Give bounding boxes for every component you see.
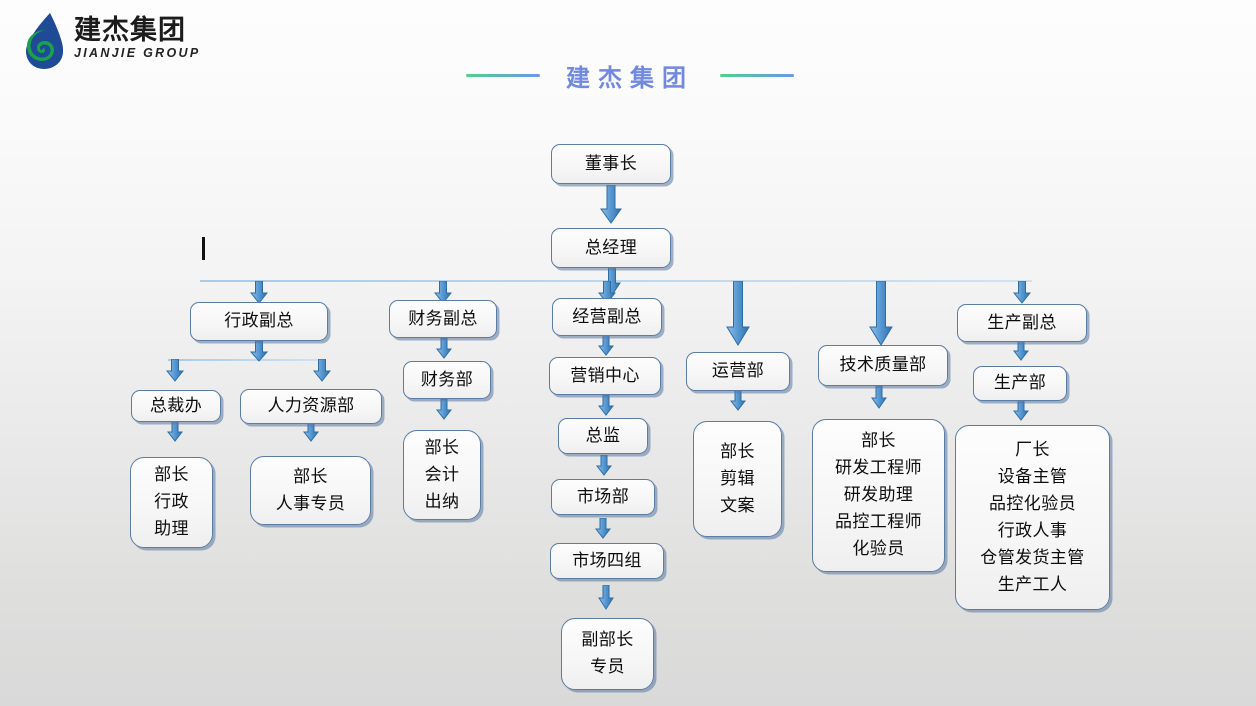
node-staff-tech[interactable]: 部长 研发工程师 研发助理 品控工程师 化验员 xyxy=(812,419,945,572)
node-vp-finance[interactable]: 财务副总 xyxy=(389,300,497,338)
arrow-director-to-dept-mkt xyxy=(596,455,612,477)
title-rule-right xyxy=(720,73,794,77)
arrow-dept-hr-to-staff xyxy=(303,421,319,443)
node-chairman[interactable]: 董事长 xyxy=(551,144,671,184)
arrow-dept-oper-to-staff xyxy=(730,390,746,412)
node-staff-admin[interactable]: 部长 行政 助理 xyxy=(130,457,213,548)
arrow-group4-to-staff-mkt xyxy=(598,585,614,611)
node-dept-tech[interactable]: 技术质量部 xyxy=(818,345,948,386)
arrow-bus-to-vp-finance xyxy=(434,281,452,305)
node-staff-mkt[interactable]: 副部长 专员 xyxy=(561,618,654,690)
arrow-vp-ops-to-mkt-center xyxy=(598,335,614,357)
node-office-ceo[interactable]: 总裁办 xyxy=(131,390,221,422)
brand-wordmark: 建杰集团 JIANJIE GROUP xyxy=(74,15,244,61)
node-vp-prod[interactable]: 生产副总 xyxy=(957,304,1087,342)
text-cursor-marker xyxy=(202,237,205,260)
page-title: 建杰集团 xyxy=(566,63,694,92)
arrow-vp-admin-to-subbus xyxy=(250,341,268,363)
arrow-vp-prod-to-dept-prod xyxy=(1013,340,1029,362)
connector-line-admin xyxy=(168,359,324,361)
arrow-dept-prod-to-staff xyxy=(1013,400,1029,422)
node-staff-hr[interactable]: 部长 人事专员 xyxy=(250,456,371,525)
node-staff-oper[interactable]: 部长 剪辑 文案 xyxy=(693,421,782,537)
node-dept-oper[interactable]: 运营部 xyxy=(686,352,790,391)
arrow-dept-mkt-to-group4 xyxy=(595,518,611,540)
arrow-bus-to-dept-tech xyxy=(869,281,893,347)
arrow-bus-to-dept-oper xyxy=(726,281,750,347)
arrow-bus-to-vp-admin xyxy=(250,281,268,305)
brand-name-cn: 建杰集团 xyxy=(74,15,186,46)
arrow-dept-tech-to-staff xyxy=(871,386,887,410)
node-mkt-center[interactable]: 营销中心 xyxy=(549,357,661,395)
slide-title-bar: 建杰集团 xyxy=(420,56,840,94)
node-staff-prod[interactable]: 厂长 设备主管 品控化验员 行政人事 仓管发货主管 生产工人 xyxy=(955,425,1110,610)
node-dept-mkt[interactable]: 市场部 xyxy=(551,479,655,515)
arrow-subbus-to-office-ceo xyxy=(166,359,184,383)
arrow-chairman-to-gm xyxy=(600,185,622,225)
arrow-mkt-center-to-director xyxy=(598,395,614,417)
arrow-bus-to-vp-prod xyxy=(1013,281,1031,305)
node-gm[interactable]: 总经理 xyxy=(551,228,671,268)
node-vp-ops[interactable]: 经营副总 xyxy=(552,298,662,336)
arrow-office-ceo-to-staff xyxy=(167,421,183,443)
title-rule-left xyxy=(466,73,540,77)
node-dept-hr[interactable]: 人力资源部 xyxy=(240,389,382,424)
arrow-dept-fin-to-staff xyxy=(436,399,452,421)
node-vp-admin[interactable]: 行政副总 xyxy=(190,302,328,341)
node-director[interactable]: 总监 xyxy=(558,418,648,454)
node-dept-prod[interactable]: 生产部 xyxy=(973,366,1067,401)
water-drop-logo-icon xyxy=(12,10,74,72)
node-dept-fin[interactable]: 财务部 xyxy=(403,361,491,399)
arrow-vp-finance-to-dept-fin xyxy=(436,338,452,360)
node-mkt-group4[interactable]: 市场四组 xyxy=(550,543,664,579)
node-staff-fin[interactable]: 部长 会计 出纳 xyxy=(403,430,481,520)
brand-name-en: JIANJIE GROUP xyxy=(74,46,201,60)
brand-logo: 建杰集团 JIANJIE GROUP xyxy=(12,8,242,70)
arrow-subbus-to-dept-hr xyxy=(313,359,331,383)
